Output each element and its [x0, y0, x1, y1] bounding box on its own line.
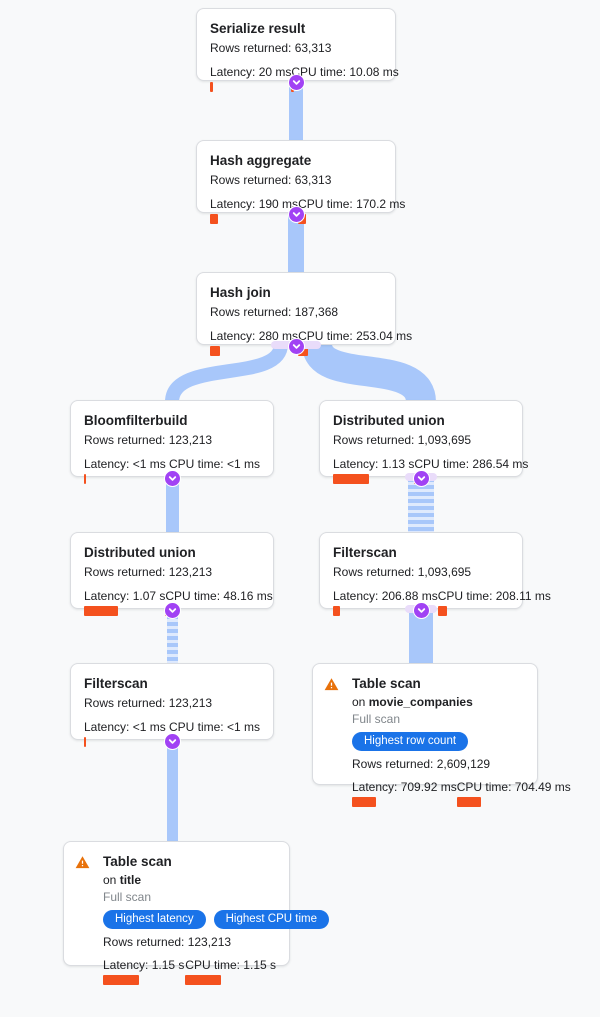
node-title: Table scan [352, 676, 421, 691]
node-rows-returned: Rows returned: 1,093,695 [333, 433, 472, 447]
badge-highest-row-count: Highest row count [352, 732, 469, 751]
latency-bar [210, 82, 213, 92]
latency-bar [210, 346, 220, 356]
node-table: on movie_companies [352, 695, 473, 709]
node-title: Hash join [210, 285, 271, 300]
latency-value: Latency: 1.13 s [333, 457, 415, 471]
badge-highest-cpu-time: Highest CPU time [213, 910, 330, 929]
node-rows-returned: Rows returned: 63,313 [210, 173, 332, 187]
node-toggle-button[interactable] [413, 602, 430, 619]
node-metrics: Latency: 709.92 ms CPU time: 704.49 ms [352, 780, 571, 807]
edge-dunion-to-filterscan-left [167, 608, 178, 665]
node-metrics: Latency: 1.07 s CPU time: 48.16 ms [84, 589, 273, 616]
node-table: on title [103, 873, 142, 887]
node-toggle-button[interactable] [288, 338, 305, 355]
node-badges: Highest row count [352, 732, 524, 751]
node-rows-returned: Rows returned: 123,213 [84, 433, 213, 447]
node-scan-type: Full scan [103, 890, 152, 904]
plan-node-table-scan-title[interactable]: Table scan on title Full scan Highest la… [63, 841, 330, 985]
warning-icon [75, 855, 90, 870]
edge-bloom-to-dunion [166, 476, 179, 534]
node-metrics: Latency: 1.13 s CPU time: 286.54 ms [333, 457, 528, 484]
latency-bar [84, 606, 118, 616]
edge-hashjoin-fork [165, 344, 436, 402]
cpu-time-value: CPU time: <1 ms [168, 457, 260, 471]
cpu-time-value: CPU time: 170.2 ms [298, 197, 406, 211]
cpu-time-value: CPU time: 253.04 ms [298, 329, 413, 343]
node-toggle-button[interactable] [164, 733, 181, 750]
latency-bar [103, 975, 139, 985]
node-title: Filterscan [84, 676, 148, 691]
plan-node-bloomfilterbuild[interactable]: Bloomfilterbuild Rows returned: 123,213 … [70, 400, 274, 484]
cpu-time-bar [437, 606, 447, 616]
node-toggle-button[interactable] [288, 74, 305, 91]
node-title: Distributed union [333, 413, 445, 428]
plan-node-hash-join[interactable]: Hash join Rows returned: 187,368 Latency… [196, 272, 412, 356]
node-title: Filterscan [333, 545, 397, 560]
node-rows-returned: Rows returned: 1,093,695 [333, 565, 472, 579]
cpu-time-value: CPU time: 10.08 ms [291, 65, 399, 79]
latency-bar [333, 606, 340, 616]
latency-bar [333, 474, 369, 484]
latency-value: Latency: 280 ms [210, 329, 299, 343]
node-metrics: Latency: 280 ms CPU time: 253.04 ms [210, 329, 412, 356]
cpu-time-value: CPU time: 48.16 ms [165, 589, 273, 603]
cpu-time-value: CPU time: 704.49 ms [456, 780, 571, 794]
latency-value: Latency: 709.92 ms [352, 780, 457, 794]
node-title: Serialize result [210, 21, 306, 36]
badge-highest-latency: Highest latency [103, 910, 206, 929]
node-toggle-button[interactable] [288, 206, 305, 223]
node-toggle-button[interactable] [413, 470, 430, 487]
node-rows-returned: Rows returned: 187,368 [210, 305, 339, 319]
latency-value: Latency: 1.15 s [103, 958, 185, 972]
edge-filterscan-to-tablescan-left [167, 739, 178, 843]
warning-icon [324, 677, 339, 692]
node-title: Hash aggregate [210, 153, 312, 168]
plan-node-table-scan-movie-companies[interactable]: Table scan on movie_companies Full scan … [312, 663, 571, 807]
latency-value: Latency: <1 ms [84, 720, 166, 734]
latency-bar [352, 797, 376, 807]
cpu-time-bar [456, 797, 481, 807]
edge-hashagg-to-hashjoin [288, 212, 304, 274]
node-title: Table scan [103, 854, 172, 869]
cpu-time-value: CPU time: <1 ms [168, 720, 260, 734]
latency-bar [210, 214, 218, 224]
node-metrics: Latency: 1.15 s CPU time: 1.15 s [103, 958, 276, 985]
latency-value: Latency: 190 ms [210, 197, 299, 211]
node-metrics: Latency: <1 ms CPU time: <1 ms [84, 457, 260, 484]
edge-dunion-to-filterscan-right [408, 478, 434, 534]
node-rows-returned: Rows returned: 2,609,129 [352, 757, 491, 771]
node-title: Bloomfilterbuild [84, 413, 188, 428]
node-metrics: Latency: 206.88 ms CPU time: 208.11 ms [333, 589, 551, 616]
latency-value: Latency: 206.88 ms [333, 589, 438, 603]
latency-value: Latency: 1.07 s [84, 589, 166, 603]
plan-node-filterscan-right[interactable]: Filterscan Rows returned: 1,093,695 Late… [319, 532, 551, 616]
node-rows-returned: Rows returned: 123,213 [84, 565, 213, 579]
node-rows-returned: Rows returned: 123,213 [103, 935, 232, 949]
cpu-time-bar [185, 975, 222, 985]
node-title: Distributed union [84, 545, 196, 560]
node-metrics: Latency: 20 ms CPU time: 10.08 ms [210, 65, 399, 92]
plan-node-hash-aggregate[interactable]: Hash aggregate Rows returned: 63,313 Lat… [196, 140, 405, 224]
latency-value: Latency: <1 ms [84, 457, 166, 471]
node-scan-type: Full scan [352, 712, 401, 726]
plan-node-serialize-result[interactable]: Serialize result Rows returned: 63,313 L… [196, 8, 399, 92]
plan-node-filterscan-left[interactable]: Filterscan Rows returned: 123,213 Latenc… [70, 663, 274, 747]
plan-node-distributed-union-left[interactable]: Distributed union Rows returned: 123,213… [70, 532, 274, 616]
node-badges: Highest latency Highest CPU time [103, 910, 330, 929]
latency-bar [84, 737, 86, 747]
node-rows-returned: Rows returned: 63,313 [210, 41, 332, 55]
cpu-time-value: CPU time: 1.15 s [185, 958, 276, 972]
node-toggle-button[interactable] [164, 602, 181, 619]
cpu-time-value: CPU time: 286.54 ms [414, 457, 529, 471]
latency-bar [84, 474, 86, 484]
node-toggle-button[interactable] [164, 470, 181, 487]
cpu-time-value: CPU time: 208.11 ms [437, 589, 551, 603]
plan-node-distributed-union-right[interactable]: Distributed union Rows returned: 1,093,6… [319, 400, 528, 484]
edge-serialize-to-hashagg [289, 80, 303, 142]
latency-value: Latency: 20 ms [210, 65, 292, 79]
node-rows-returned: Rows returned: 123,213 [84, 696, 213, 710]
